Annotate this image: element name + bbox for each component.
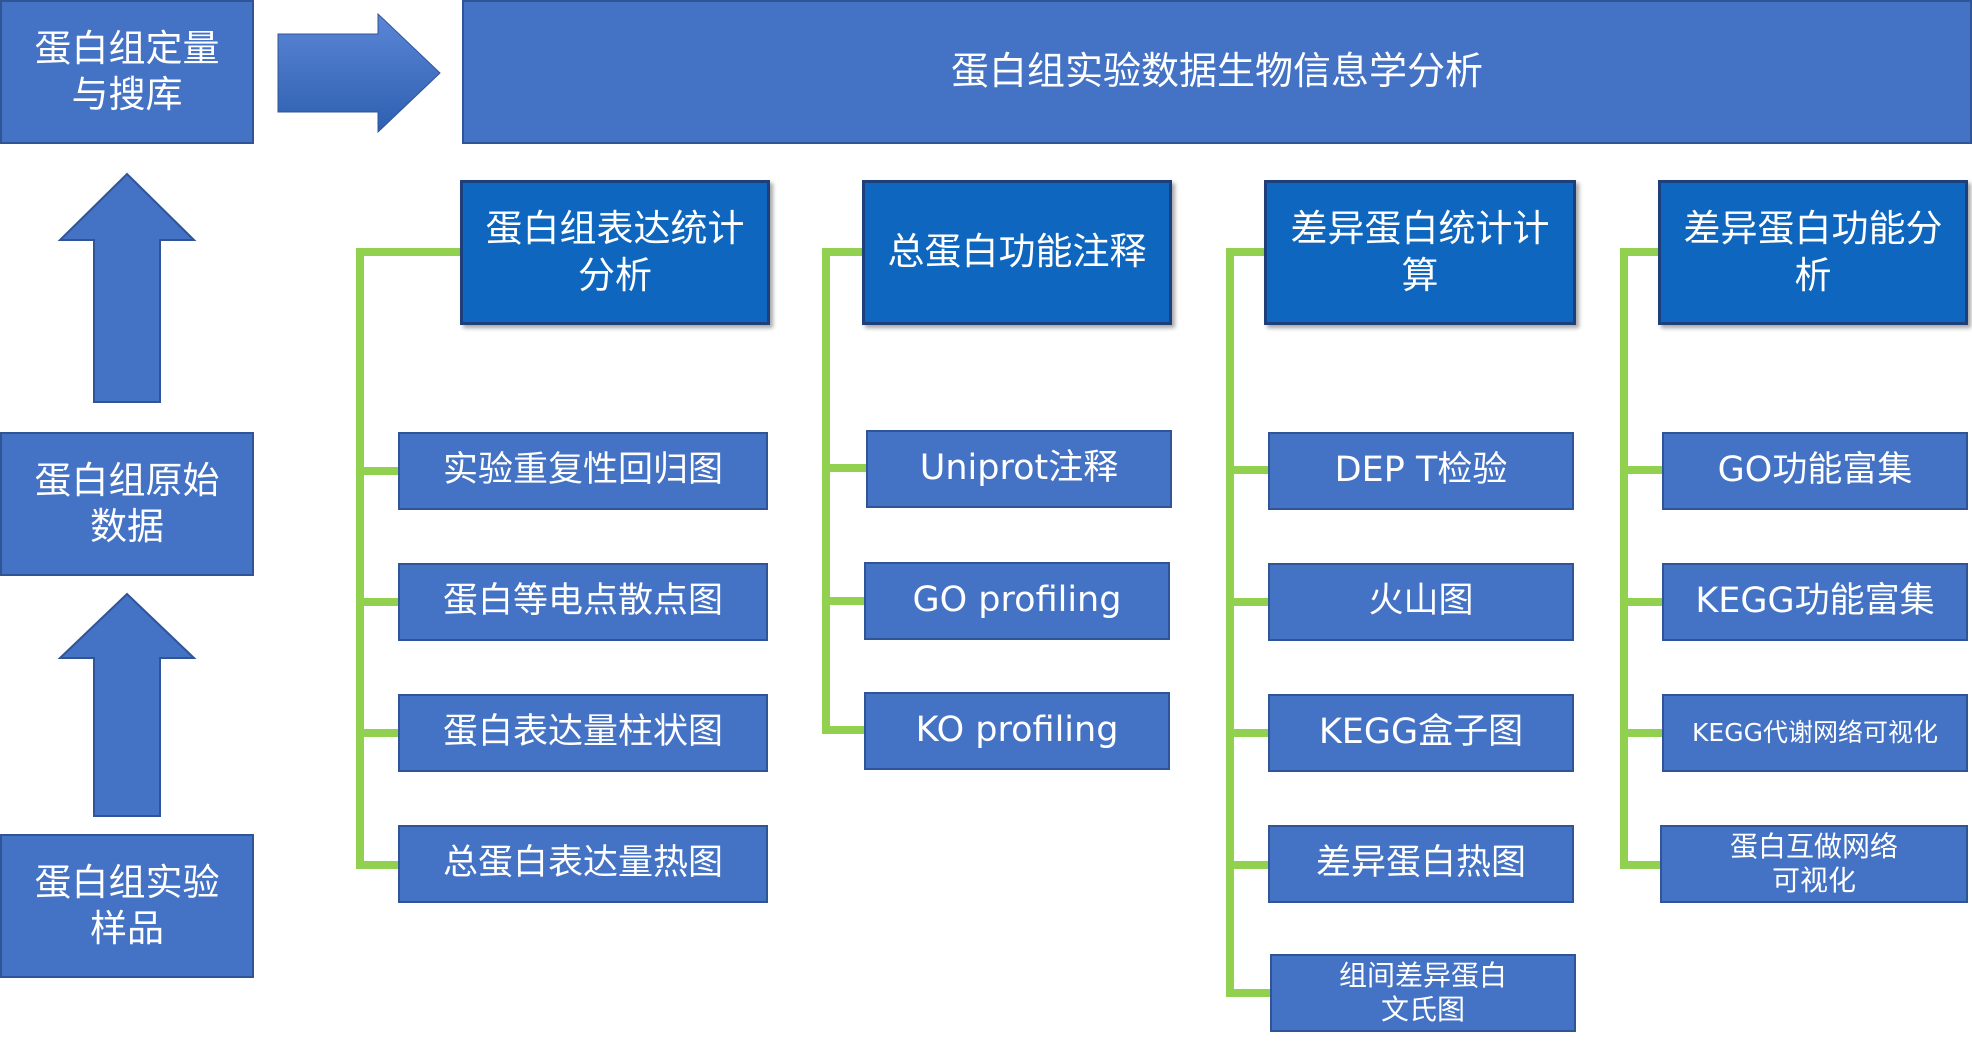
connector-line [1226, 989, 1270, 997]
analysis-banner: 蛋白组实验数据生物信息学分析 [462, 0, 1972, 144]
connector-line [356, 248, 364, 869]
connector-line [1226, 248, 1268, 256]
connector-line [822, 464, 866, 472]
connector-line [1226, 729, 1268, 737]
connector-line [1620, 248, 1662, 256]
column-header-dep-function: 差异蛋白功能分 析 [1658, 180, 1968, 325]
connector-line [822, 248, 830, 734]
connector-line [1226, 466, 1268, 474]
search-box: 蛋白组定量 与搜库 [0, 0, 254, 144]
up-arrow-icon [57, 172, 197, 403]
connector-line [822, 726, 864, 734]
connector-line [356, 467, 398, 475]
item-box: GO功能富集 [1662, 432, 1968, 510]
connector-line [1226, 248, 1234, 997]
connector-line [1620, 598, 1662, 606]
up-arrow-icon [57, 592, 197, 817]
item-box: KEGG盒子图 [1268, 694, 1574, 772]
connector-line [356, 598, 398, 606]
connector-line [1620, 248, 1628, 869]
column-header-total-annotation: 总蛋白功能注释 [862, 180, 1172, 325]
connector-line [1226, 861, 1268, 869]
item-box: KEGG功能富集 [1662, 563, 1968, 641]
connector-line [356, 729, 398, 737]
item-box: 蛋白等电点散点图 [398, 563, 768, 641]
connector-line [1226, 598, 1268, 606]
connector-line [1620, 861, 1662, 869]
raw-data-box: 蛋白组原始 数据 [0, 432, 254, 576]
connector-line [822, 597, 864, 605]
connector-line [1620, 466, 1664, 474]
connector-line [822, 248, 864, 256]
item-box: 蛋白表达量柱状图 [398, 694, 768, 772]
connector-line [356, 861, 398, 869]
item-box: 总蛋白表达量热图 [398, 825, 768, 903]
item-box: KEGG代谢网络可视化 [1662, 694, 1968, 772]
right-arrow-icon [277, 12, 441, 134]
item-box: 差异蛋白热图 [1268, 825, 1574, 903]
item-box: 火山图 [1268, 563, 1574, 641]
item-box: Uniprot注释 [866, 430, 1172, 508]
column-header-expression-stats: 蛋白组表达统计 分析 [460, 180, 770, 325]
item-box: GO profiling [864, 562, 1170, 640]
samples-box: 蛋白组实验 样品 [0, 834, 254, 978]
connector-line [356, 248, 462, 256]
item-box: 实验重复性回归图 [398, 432, 768, 510]
item-box: 组间差异蛋白 文氏图 [1270, 954, 1576, 1032]
column-header-dep-stats: 差异蛋白统计计 算 [1264, 180, 1576, 325]
item-box: DEP T检验 [1268, 432, 1574, 510]
item-box: 蛋白互做网络 可视化 [1660, 825, 1968, 903]
connector-line [1620, 729, 1662, 737]
item-box: KO profiling [864, 692, 1170, 770]
